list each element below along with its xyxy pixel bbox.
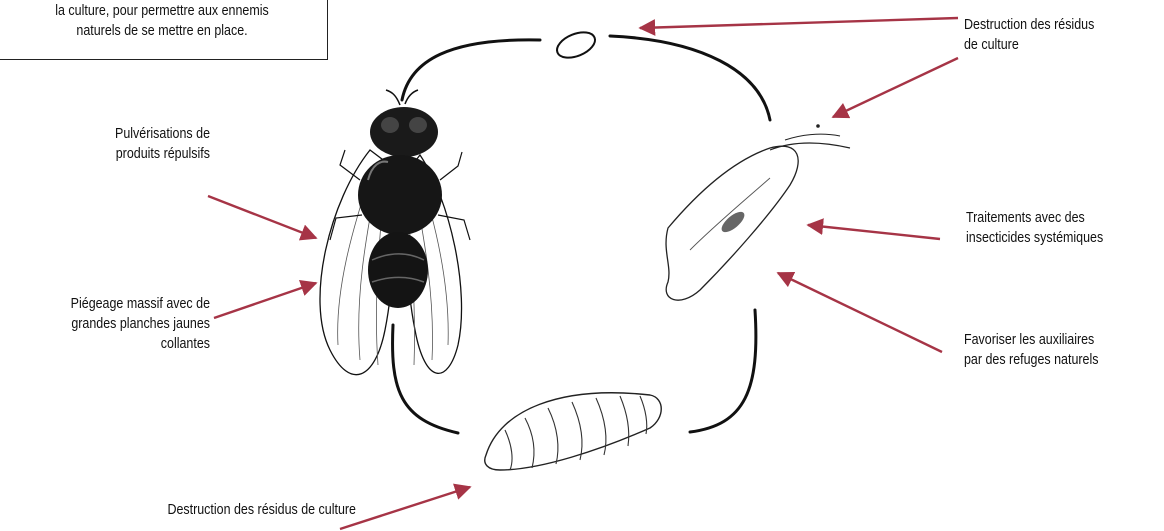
label-residues-top-line-2: de culture: [964, 35, 1094, 55]
note-box: la culture, pour permettre aux ennemis n…: [0, 0, 328, 60]
label-systemic-line-2: insecticides systémiques: [966, 228, 1103, 248]
cycle-arc-top-right: [610, 36, 770, 120]
note-text: la culture, pour permettre aux ennemis n…: [22, 1, 302, 41]
larva-illustration: [485, 393, 661, 470]
note-line-1: la culture, pour permettre aux ennemis: [22, 1, 302, 21]
label-repellent-line-2: produits répulsifs: [29, 144, 210, 164]
label-repellent-line-1: Pulvérisations de: [29, 124, 210, 144]
label-trapping-line-3: collantes: [29, 334, 210, 354]
arrow-to-pupa-top: [833, 58, 958, 117]
pupa-illustration: [666, 124, 850, 300]
label-repellent: Pulvérisations de produits répulsifs: [29, 124, 210, 164]
label-auxiliaries-line-1: Favoriser les auxiliaires: [964, 330, 1098, 350]
label-auxiliaries: Favoriser les auxiliaires par des refuge…: [964, 330, 1098, 370]
label-residues-top-line-1: Destruction des résidus: [964, 15, 1094, 35]
arrow-to-pupa-bottom: [778, 273, 942, 352]
egg-illustration: [553, 27, 598, 62]
note-line-2: naturels de se mettre en place.: [22, 21, 302, 41]
label-trapping-line-1: Piégeage massif avec de: [29, 294, 210, 314]
fly-illustration: [320, 90, 470, 375]
label-residues-bottom: Destruction des résidus de culture: [50, 500, 356, 520]
arrow-to-fly-wing-bottom: [214, 283, 316, 318]
label-auxiliaries-line-2: par des refuges naturels: [964, 350, 1098, 370]
arrow-to-egg: [640, 18, 958, 28]
label-residues-bottom-line-1: Destruction des résidus de culture: [50, 500, 356, 520]
label-systemic: Traitements avec des insecticides systém…: [966, 208, 1103, 248]
arrow-to-pupa-middle: [808, 225, 940, 239]
arrow-to-fly-wing-top: [208, 196, 316, 238]
cycle-arc-bottom-right: [690, 310, 756, 432]
label-residues-top: Destruction des résidus de culture: [964, 15, 1094, 55]
label-trapping: Piégeage massif avec de grandes planches…: [29, 294, 210, 354]
cycle-arc-top-left: [402, 40, 540, 100]
label-trapping-line-2: grandes planches jaunes: [29, 314, 210, 334]
label-systemic-line-1: Traitements avec des: [966, 208, 1103, 228]
arrow-to-larva: [340, 487, 470, 529]
